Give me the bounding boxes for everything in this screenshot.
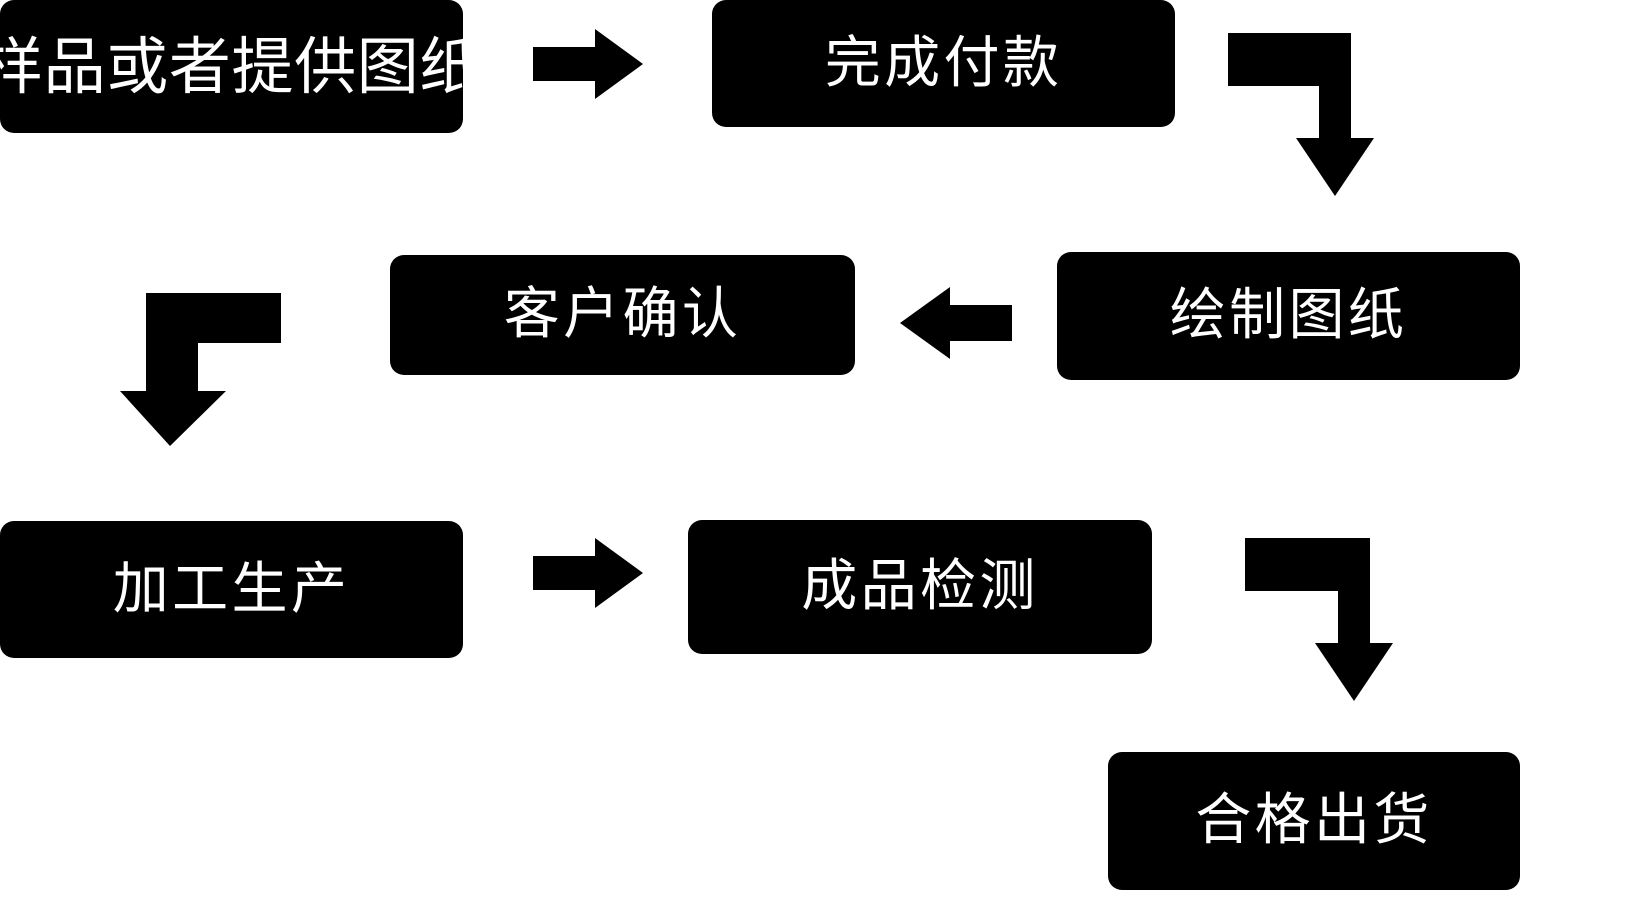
flow-node-label: 合格出货 [1195,788,1433,853]
flow-node-label: 完成付款 [824,30,1063,96]
flow-node-label: 成品检测 [801,554,1039,619]
arrow-right-icon [533,538,643,608]
flow-node-label: 绘制图纸 [1169,283,1408,348]
flow-node-label: 样品或者提供图纸 [0,29,482,103]
flow-node-customer-confirm[interactable]: 客户确认 [390,255,855,375]
arrow-right-icon [533,29,643,99]
flow-node-production[interactable]: 加工生产 [0,521,463,658]
flow-node-inspection[interactable]: 成品检测 [688,520,1152,654]
arrow-left-icon [900,287,1012,359]
flow-node-sample[interactable]: 样品或者提供图纸 [0,0,481,133]
flow-node-label: 客户确认 [503,282,742,347]
elbow-arrow-right-down-icon [1228,33,1374,196]
elbow-arrow-left-down-icon [120,293,281,446]
flow-node-shipping[interactable]: 合格出货 [1108,752,1520,890]
flow-node-draw-blueprint[interactable]: 绘制图纸 [1057,252,1520,380]
elbow-arrow-right-down-icon [1245,538,1393,701]
flow-node-payment[interactable]: 完成付款 [712,0,1175,127]
flow-node-label: 加工生产 [112,556,351,622]
